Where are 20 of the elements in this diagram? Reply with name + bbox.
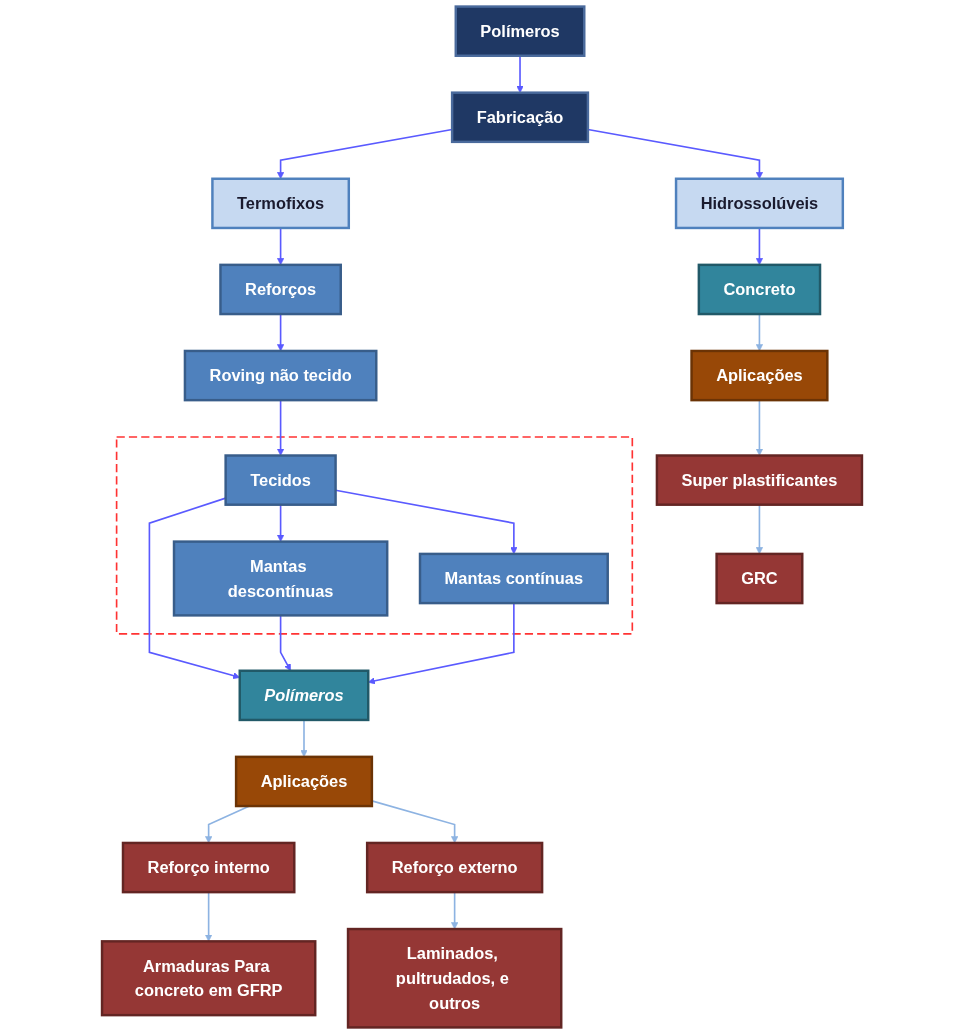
node-box: Reforço interno xyxy=(121,841,296,894)
cluster xyxy=(115,436,634,635)
node-box: Super plastificantes xyxy=(655,454,864,506)
node-box: Termofixos xyxy=(211,177,351,230)
node-box: Aplicações xyxy=(234,755,374,808)
node-box: Laminados, pultrudados, e outros xyxy=(346,927,563,1029)
node-box: Aplicações xyxy=(690,349,829,402)
node-box: Reforço externo xyxy=(365,841,544,894)
node-box: Polímeros xyxy=(454,5,586,57)
node-box: Polímeros xyxy=(238,669,370,722)
node-box: Fabricação xyxy=(450,91,590,144)
node-box: Roving não tecido xyxy=(183,349,378,402)
node-box: Concreto xyxy=(697,263,822,316)
node-box: GRC xyxy=(715,552,804,605)
node-box: Mantas contínuas xyxy=(418,552,609,605)
node-box: Reforços xyxy=(219,263,342,316)
node-box: Mantas descontínuas xyxy=(172,540,389,617)
node-box: Tecidos xyxy=(224,454,337,506)
node-box: Hidrossolúveis xyxy=(674,177,845,230)
node-box: Armaduras Para concreto em GFRP xyxy=(100,940,317,1017)
